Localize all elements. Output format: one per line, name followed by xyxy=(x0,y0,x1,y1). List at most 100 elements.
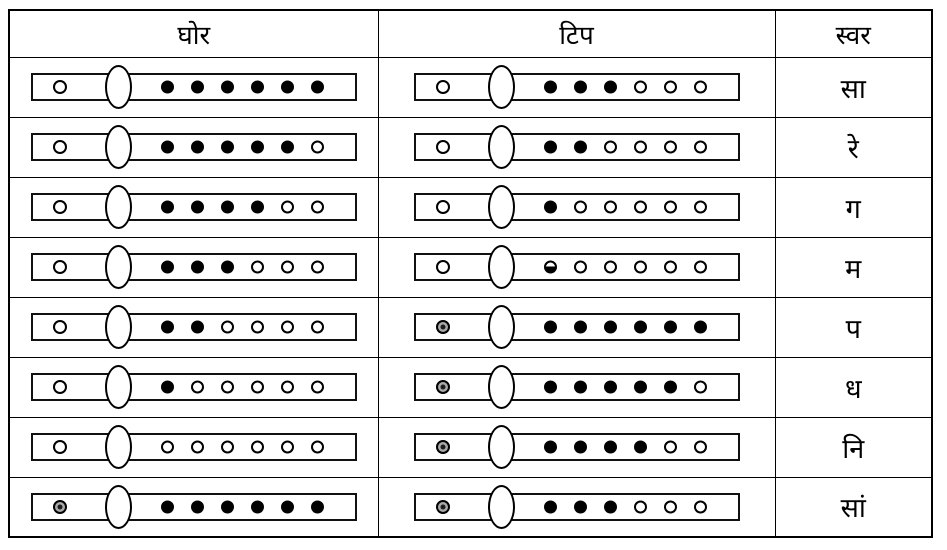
header-swar: स्वर xyxy=(774,9,933,58)
finger-holes xyxy=(543,260,707,274)
open-hole-icon xyxy=(633,140,647,154)
filled-hole-icon xyxy=(280,80,294,94)
open-hole-icon xyxy=(663,500,677,514)
header-row: घोर टिप स्वर xyxy=(8,9,933,58)
ghor-flute-cell xyxy=(8,416,379,478)
table-row: सां xyxy=(8,476,933,538)
open-end-hole-icon xyxy=(52,320,67,334)
blow-hole-icon xyxy=(487,65,515,109)
filled-hole-icon xyxy=(633,320,647,334)
flute-body xyxy=(30,492,357,521)
filled-hole-icon xyxy=(190,500,204,514)
filled-hole-icon xyxy=(603,440,617,454)
filled-hole-icon xyxy=(160,260,174,274)
filled-hole-icon xyxy=(573,140,587,154)
filled-hole-icon xyxy=(573,440,587,454)
ghor-flute-cell xyxy=(8,176,379,238)
filled-hole-icon xyxy=(250,140,264,154)
open-hole-icon xyxy=(693,500,707,514)
open-hole-icon xyxy=(310,260,324,274)
filled-hole-icon xyxy=(573,320,587,334)
open-hole-icon xyxy=(280,260,294,274)
gray-end-hole-icon xyxy=(435,440,450,454)
flute-diagram xyxy=(413,180,740,234)
table-row: म xyxy=(8,236,933,298)
open-hole-icon xyxy=(220,380,234,394)
open-hole-icon xyxy=(663,140,677,154)
filled-hole-icon xyxy=(280,140,294,154)
flute-diagram xyxy=(30,360,357,414)
open-hole-icon xyxy=(663,440,677,454)
ghor-flute-cell xyxy=(8,56,379,118)
filled-hole-icon xyxy=(693,320,707,334)
open-end-hole-icon xyxy=(52,440,67,454)
blow-hole-icon xyxy=(104,185,132,229)
blow-hole-icon xyxy=(104,245,132,289)
flute-diagram xyxy=(413,360,740,414)
blow-hole-icon xyxy=(104,484,132,529)
open-end-hole-icon xyxy=(52,200,67,214)
filled-hole-icon xyxy=(543,80,557,94)
open-hole-icon xyxy=(693,440,707,454)
open-hole-icon xyxy=(603,140,617,154)
filled-hole-icon xyxy=(603,500,617,514)
open-hole-icon xyxy=(280,380,294,394)
table-row: नि xyxy=(8,416,933,478)
ghor-flute-cell xyxy=(8,476,379,538)
finger-holes xyxy=(543,140,707,154)
open-end-hole-icon xyxy=(52,140,67,154)
finger-holes xyxy=(160,80,324,94)
finger-holes xyxy=(160,500,324,514)
open-hole-icon xyxy=(160,440,174,454)
filled-hole-icon xyxy=(220,260,234,274)
flute-diagram xyxy=(30,60,357,114)
blow-hole-icon xyxy=(487,365,515,409)
tip-flute-cell xyxy=(377,416,776,478)
swar-label: सा xyxy=(774,56,933,118)
open-end-hole-icon xyxy=(52,80,67,94)
open-end-hole-icon xyxy=(52,380,67,394)
open-hole-icon xyxy=(250,260,264,274)
flute-diagram xyxy=(30,480,357,534)
filled-hole-icon xyxy=(310,500,324,514)
table-row: प xyxy=(8,296,933,358)
finger-holes xyxy=(160,320,324,334)
filled-hole-icon xyxy=(160,500,174,514)
finger-holes xyxy=(543,500,707,514)
open-end-hole-icon xyxy=(435,260,450,274)
flute-diagram xyxy=(413,120,740,174)
filled-hole-icon xyxy=(543,140,557,154)
filled-hole-icon xyxy=(190,80,204,94)
filled-hole-icon xyxy=(603,380,617,394)
blow-hole-icon xyxy=(104,125,132,169)
open-end-hole-icon xyxy=(435,140,450,154)
finger-holes xyxy=(160,440,324,454)
tip-flute-cell xyxy=(377,296,776,358)
swar-label: ग xyxy=(774,176,933,238)
open-hole-icon xyxy=(693,380,707,394)
open-hole-icon xyxy=(280,200,294,214)
open-hole-icon xyxy=(633,260,647,274)
finger-holes xyxy=(543,440,707,454)
blow-hole-icon xyxy=(104,65,132,109)
filled-hole-icon xyxy=(250,500,264,514)
swar-label: नि xyxy=(774,416,933,478)
ghor-flute-cell xyxy=(8,356,379,418)
filled-hole-icon xyxy=(160,380,174,394)
open-hole-icon xyxy=(663,80,677,94)
filled-hole-icon xyxy=(663,320,677,334)
flute-diagram xyxy=(413,60,740,114)
blow-hole-icon xyxy=(487,425,515,469)
open-hole-icon xyxy=(310,440,324,454)
filled-hole-icon xyxy=(543,320,557,334)
table-row: ध xyxy=(8,356,933,418)
open-end-hole-icon xyxy=(52,260,67,274)
flute-body xyxy=(413,253,740,281)
blow-hole-icon xyxy=(104,305,132,349)
ghor-flute-cell xyxy=(8,116,379,178)
filled-hole-icon xyxy=(220,500,234,514)
blow-hole-icon xyxy=(487,185,515,229)
open-hole-icon xyxy=(250,380,264,394)
